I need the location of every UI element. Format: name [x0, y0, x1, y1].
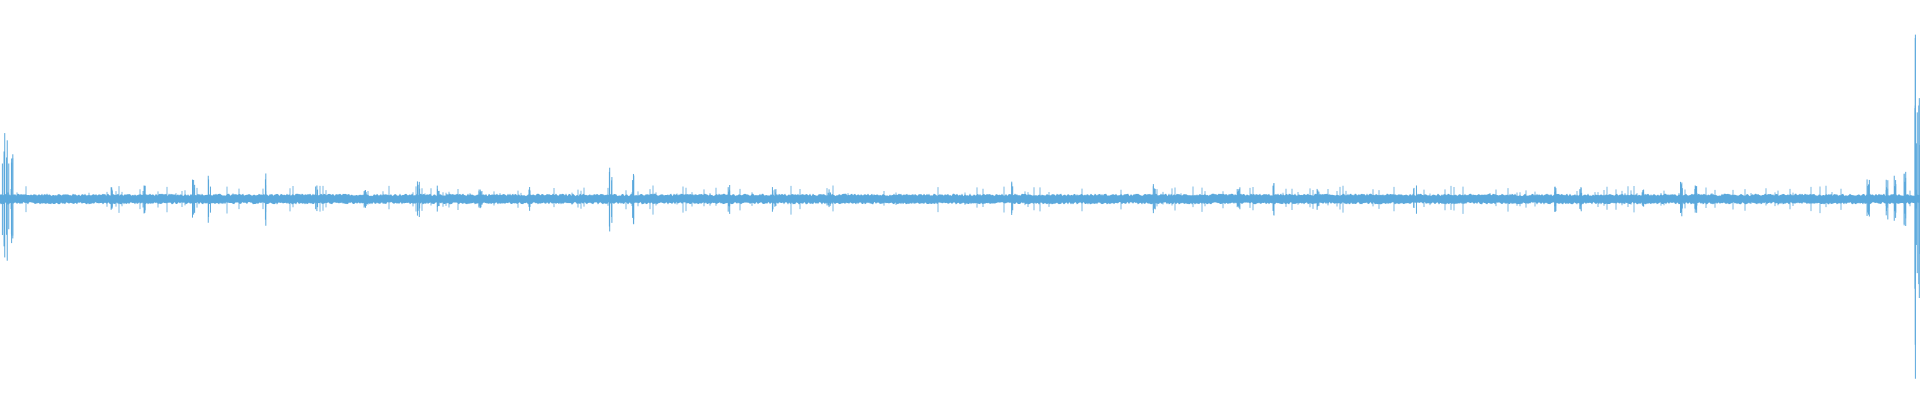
- waveform-peak: [1413, 185, 1417, 214]
- waveform-peak: [1694, 185, 1698, 213]
- waveform-noise-band: [0, 193, 1920, 205]
- waveform-peak: [1641, 189, 1645, 207]
- waveform-peak: [315, 185, 319, 212]
- waveform-peak: [110, 187, 113, 210]
- waveform-peak: [1893, 175, 1897, 221]
- waveform-peak: [1236, 187, 1241, 210]
- waveform-peak: [1680, 181, 1683, 217]
- waveform-peak: [143, 185, 146, 214]
- waveform-peak: [1152, 184, 1156, 214]
- waveform-peak: [10, 154, 14, 244]
- waveform-peak: [1579, 187, 1583, 212]
- waveform-peak: [771, 187, 776, 212]
- waveform-peak: [1316, 188, 1319, 210]
- waveform-peak: [436, 185, 440, 212]
- waveform-peaks: [1, 34, 1920, 379]
- waveform-peak: [1, 133, 6, 258]
- waveform-peak: [632, 173, 635, 225]
- waveform-peak: [207, 175, 211, 223]
- waveform-peak: [727, 185, 731, 214]
- waveform-peak: [192, 179, 196, 218]
- waveform-peak: [1011, 181, 1014, 215]
- waveform-peak: [528, 187, 531, 211]
- waveform-peak: [1916, 98, 1920, 298]
- waveform-peak: [6, 140, 10, 261]
- waveform-peak: [1866, 179, 1870, 217]
- waveform-peak: [827, 189, 832, 208]
- waveform-peak: [416, 181, 421, 218]
- waveform-peak: [1554, 186, 1557, 212]
- waveform-peak: [608, 167, 613, 232]
- waveform-peak: [1885, 179, 1889, 220]
- waveform-peak: [363, 190, 367, 208]
- waveform-peak: [1903, 171, 1907, 226]
- waveform-peak: [1272, 183, 1275, 216]
- waveform-peak: [1914, 34, 1916, 379]
- waveform-peak: [478, 189, 482, 209]
